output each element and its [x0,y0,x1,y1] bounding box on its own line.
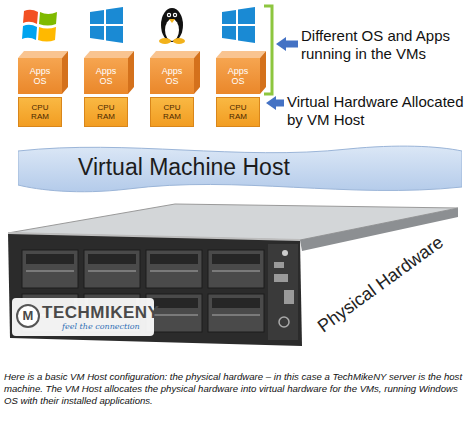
annotation-text: Virtual Hardware Allocated by VM Host [287,93,467,129]
windows-logo [90,7,123,43]
node-text: Virtual Machine Host [78,154,290,180]
server-illustration [8,204,458,346]
virtual-hardware-box: CPU RAM [150,97,194,127]
node-text: CPU RAM [28,103,52,121]
node-text: Apps OS [225,66,251,86]
band-shape [18,146,462,192]
windows-logo [222,7,255,43]
virtual-hardware-box: CPU RAM [84,97,128,127]
node-text: Apps OS [159,66,185,86]
brand-name: TECHMIKENY [42,303,159,323]
virtual-hardware-box: CPU RAM [216,97,260,127]
pointer-arrow [276,37,298,51]
annotation-text: Different OS and Apps running in the VMs [301,27,471,63]
logo-mark: M [20,308,36,324]
hardware-label: Physical Hardware [314,232,448,337]
brand-tagline: feel the connection [62,322,140,332]
node-text: CPU RAM [94,103,118,121]
node-text: CPU RAM [160,103,184,121]
node-text: CPU RAM [226,103,250,121]
vm-software-box: Apps OS [150,58,194,94]
linux-penguin [159,8,185,44]
node-text: Apps OS [27,66,53,86]
vm-software-box: Apps OS [216,58,260,94]
cube-shading [18,51,266,94]
host-band: Virtual Machine Host [18,143,462,193]
caption-text: Here is a basic VM Host configuration: t… [4,371,470,407]
vm-software-box: Apps OS [84,58,128,94]
node-text: Apps OS [93,66,119,86]
pointer-arrow [266,96,284,110]
bracket [264,6,272,94]
vm-software-box: Apps OS [18,58,62,94]
virtual-hardware-box: CPU RAM [18,97,62,127]
windows-logo [22,10,57,42]
